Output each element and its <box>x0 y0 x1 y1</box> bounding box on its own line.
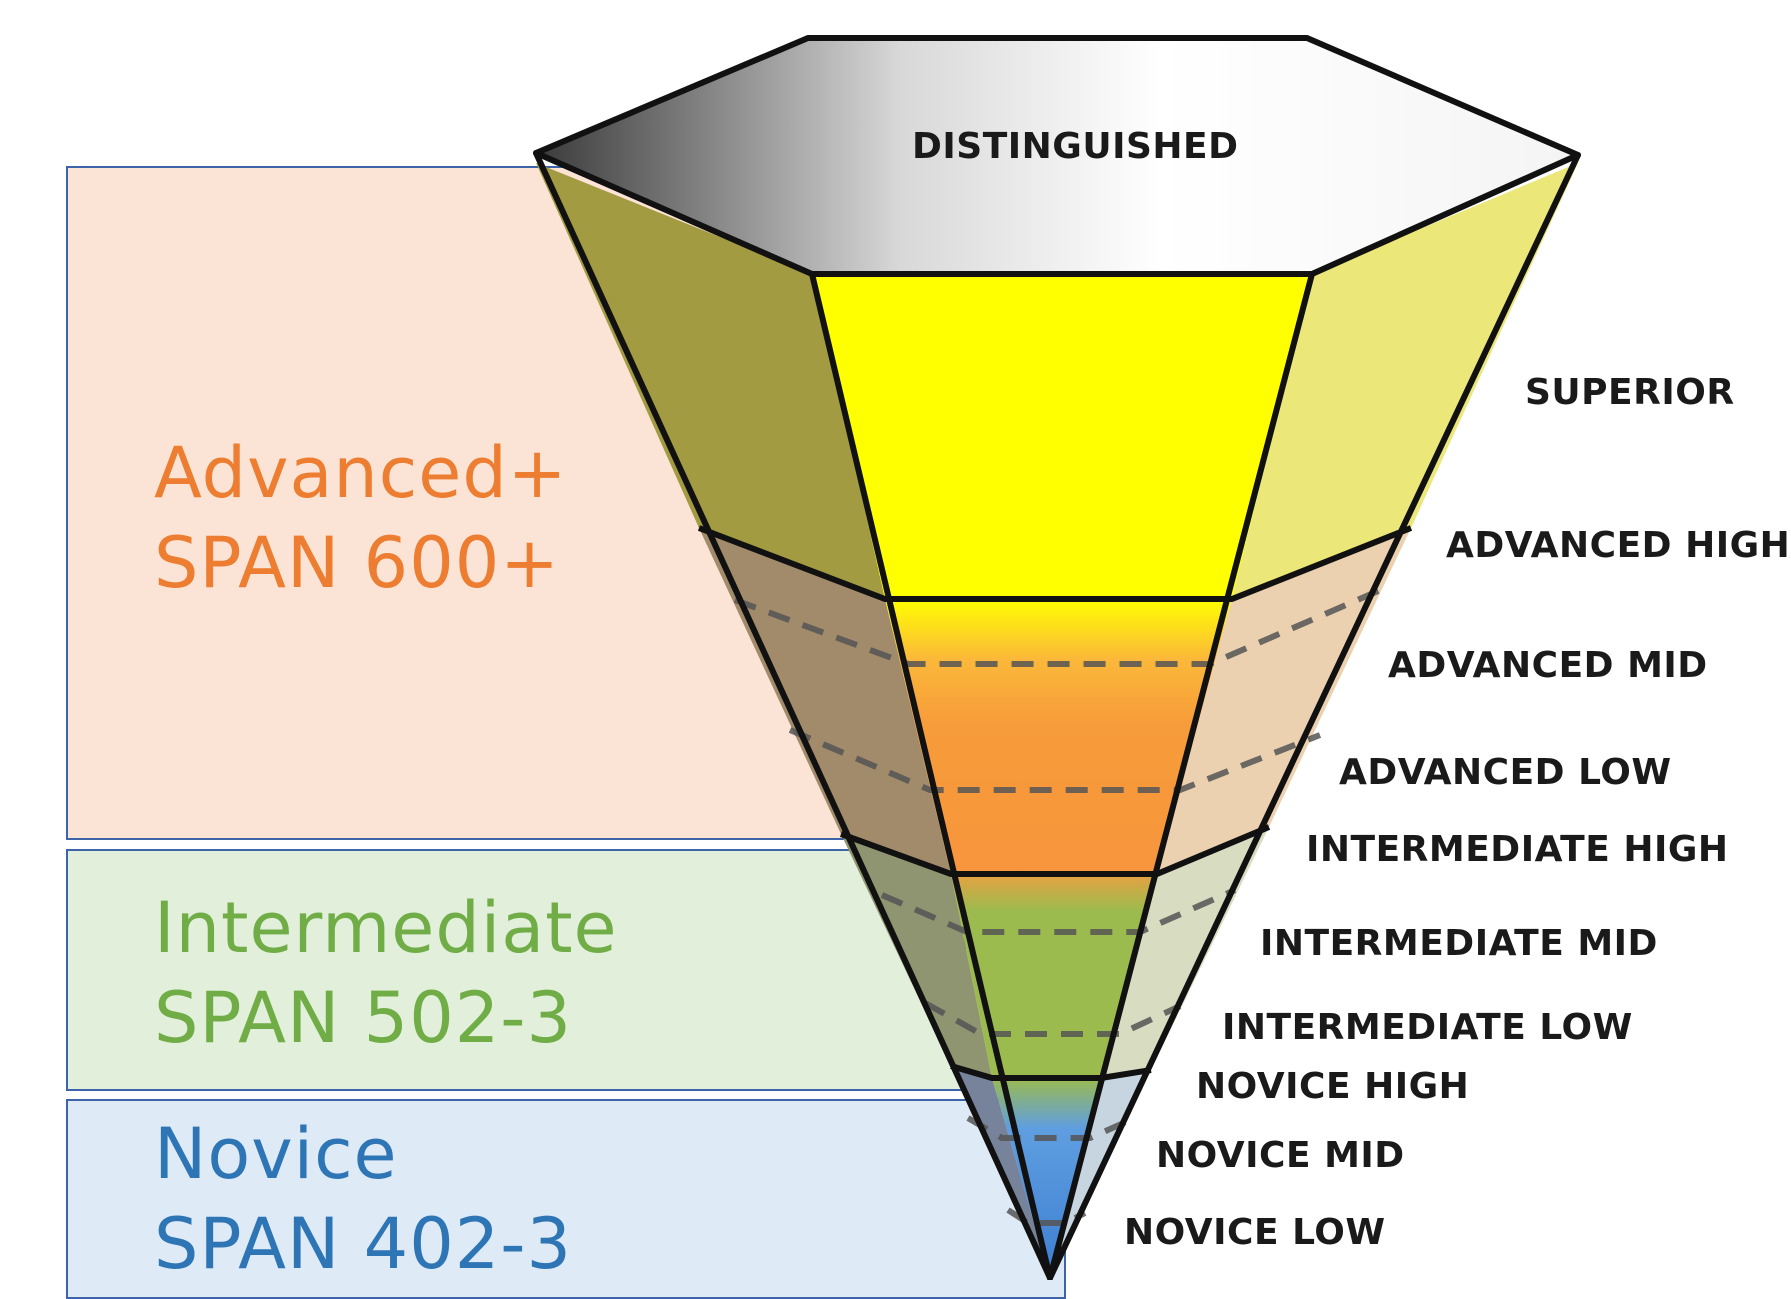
label-novice-high: NOVICE HIGH <box>1196 1066 1469 1107</box>
pyramid-left-face-intermediate <box>841 834 992 1078</box>
label-intermediate-high: INTERMEDIATE HIGH <box>1306 829 1729 870</box>
dashed-advanced-low <box>788 727 1322 793</box>
pyramid-outer-right-edge <box>1047 152 1581 1280</box>
boundary-superior-advanced <box>697 525 1413 602</box>
intermediate-band-label: Intermediate SPAN 502-3 <box>154 883 618 1063</box>
pyramid-front-face-novice <box>992 1078 1101 1278</box>
dashed-intermediate-low <box>923 1000 1182 1037</box>
pyramid-front-face-intermediate <box>951 874 1157 1078</box>
label-distinguished: DISTINGUISHED <box>912 126 1239 167</box>
label-intermediate-mid: INTERMEDIATE MID <box>1260 923 1658 964</box>
pyramid-outer-left-edge <box>533 150 1053 1280</box>
pyramid-right-face-intermediate <box>1101 827 1269 1078</box>
label-advanced-high: ADVANCED HIGH <box>1446 525 1790 566</box>
pyramid-inner-left-edge <box>809 271 1053 1280</box>
pyramid-left-face-superior <box>536 163 885 599</box>
advanced-band-title: Advanced+ <box>154 432 568 514</box>
pyramid-left-face-advanced <box>699 528 951 874</box>
label-intermediate-low: INTERMEDIATE LOW <box>1222 1007 1633 1048</box>
boundary-intermediate-novice <box>950 1063 1152 1081</box>
intermediate-band-title: Intermediate <box>154 887 618 969</box>
dashed-novice-mid <box>966 1115 1132 1141</box>
label-novice-mid: NOVICE MID <box>1156 1135 1405 1176</box>
label-advanced-mid: ADVANCED MID <box>1388 645 1708 686</box>
label-novice-low: NOVICE LOW <box>1124 1212 1386 1253</box>
pyramid-right-face-advanced <box>1157 528 1411 874</box>
novice-band-title: Novice <box>154 1113 398 1195</box>
dashed-intermediate-mid <box>880 887 1237 935</box>
novice-band-label: Novice SPAN 402-3 <box>154 1109 572 1289</box>
intermediate-band-course: SPAN 502-3 <box>154 977 573 1059</box>
advanced-band-label: Advanced+ SPAN 600+ <box>154 428 567 608</box>
boundary-advanced-intermediate <box>839 824 1271 877</box>
pyramid-front-face-advanced <box>885 599 1232 874</box>
pyramid-front-face-superior <box>812 274 1312 599</box>
label-superior: SUPERIOR <box>1525 372 1735 413</box>
intermediate-band <box>66 849 966 1091</box>
pyramid-inner-right-edge <box>1047 271 1315 1280</box>
label-advanced-low: ADVANCED LOW <box>1339 752 1672 793</box>
advanced-band-course: SPAN 600+ <box>154 522 560 604</box>
dashed-advanced-mid <box>733 585 1387 667</box>
novice-band-course: SPAN 402-3 <box>154 1203 573 1285</box>
